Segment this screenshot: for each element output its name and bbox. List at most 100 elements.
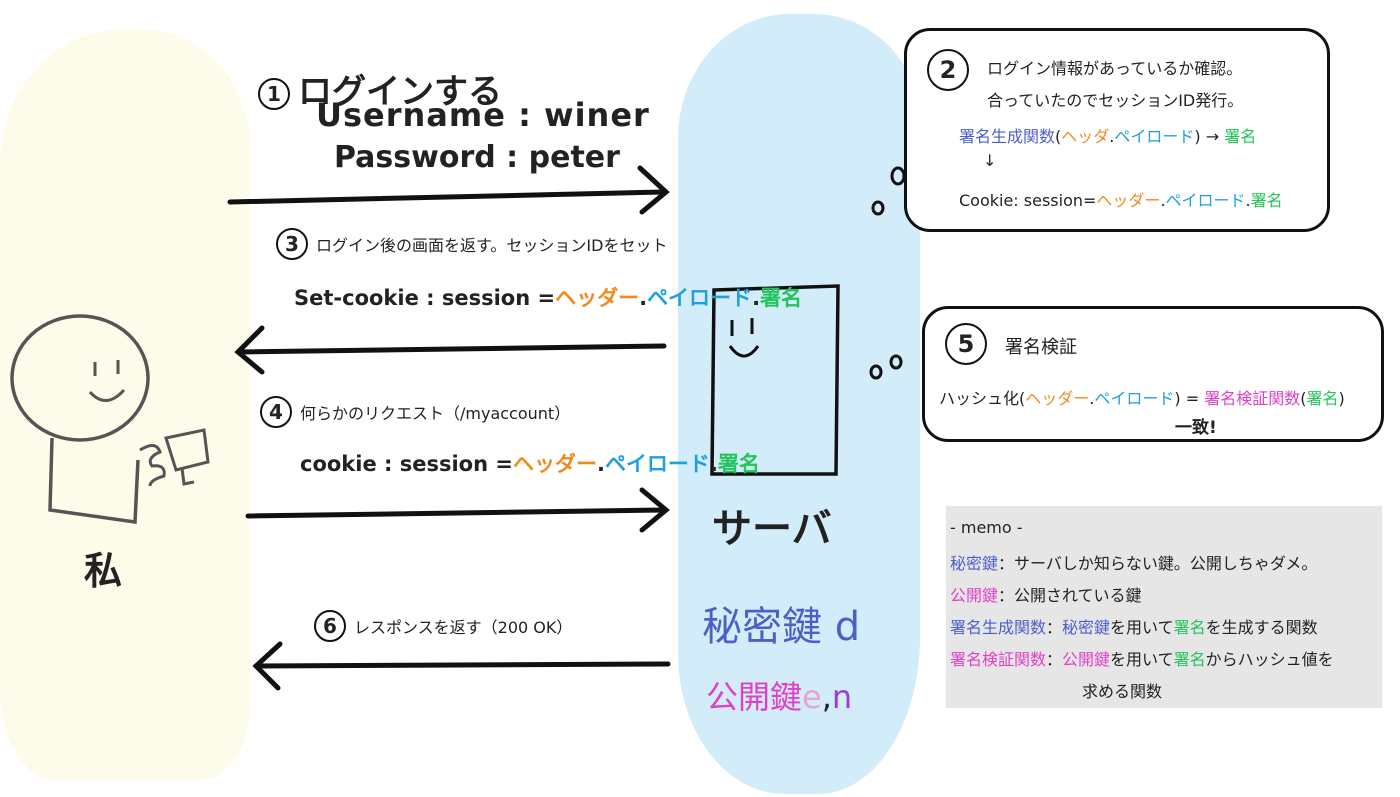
step5-close: ) (1174, 389, 1181, 408)
memo-l4-a: 公開鍵 (1062, 650, 1111, 669)
step3-dot1: . (639, 286, 648, 310)
step2-cookie-sig: 署名 (1250, 191, 1283, 210)
user-label: 私 (84, 549, 123, 593)
public-key-sep: , (821, 678, 832, 716)
memo-l3-a: 秘密鍵 (1062, 618, 1111, 637)
memo-l2-key: 公開鍵 (950, 586, 999, 605)
step5-hash: ハッシュ化( (939, 389, 1026, 408)
step4-text: 何らかのリクエスト（/myaccount） (300, 404, 571, 423)
step2-number: 2 (927, 49, 969, 91)
memo-l1-text: サーバしか知らない鍵。公開しちゃダメ。 (1014, 554, 1318, 573)
memo-l2-text: 公開されている鍵 (1014, 586, 1142, 605)
bubble-large (890, 166, 906, 186)
bubble-small-2 (869, 364, 883, 380)
step2-box: 2 ログイン情報があっているか確認。 合っていたのでセッションID発行。 署名生… (904, 28, 1330, 232)
step1-password: Password : peter (334, 140, 620, 175)
memo-l2-colon: ： (998, 586, 1015, 605)
step4-payload: ペイロード (604, 452, 710, 476)
memo-title: - memo - (950, 518, 1023, 537)
step4-dot1: . (596, 452, 605, 476)
memo-l1-key: 秘密鍵 (950, 554, 999, 573)
server-figure (710, 284, 840, 476)
user-hand (139, 444, 166, 487)
step3-set-cookie: Set-cookie : session =ヘッダー.ペイロード.署名 (294, 282, 802, 312)
arrow-set-cookie (234, 325, 667, 375)
memo-l4-key: 署名検証関数 (950, 650, 1047, 669)
step5-formula: ハッシュ化(ヘッダー.ペイロード) = 署名検証関数(署名) (939, 385, 1345, 409)
step2-down-arrow: ↓ (983, 151, 997, 170)
step6-label: 6 レスポンスを返す（200 OK） (314, 610, 572, 642)
memo-l4-colon: ： (1046, 650, 1063, 669)
step2-cookie-dot2: . (1245, 191, 1251, 210)
public-key-text: 公開鍵 (706, 678, 803, 716)
server-body (710, 284, 840, 476)
memo-l4-b: を用いて (1110, 650, 1174, 669)
step2-formula: 署名生成関数(ヘッダ.ペイロード) → 署名 (959, 123, 1256, 147)
step5-title: 署名検証 (1005, 337, 1077, 358)
memo-line2: 公開鍵：公開されている鍵 (950, 582, 1142, 606)
step5-open2: ( (1300, 389, 1307, 408)
public-key-e: e (802, 678, 822, 716)
step2-cookie-prefix: Cookie: session= (959, 191, 1097, 210)
step2-cookie: Cookie: session=ヘッダー.ペイロード.署名 (959, 187, 1283, 211)
step1-username: Username : winer (316, 96, 650, 134)
server-mouth (728, 345, 760, 358)
server-label: サーバ (712, 506, 832, 552)
step6-text: レスポンスを返す（200 OK） (354, 618, 573, 637)
memo-l1-colon: ： (998, 554, 1015, 573)
step2-cookie-payload: ペイロード (1165, 191, 1246, 210)
step3-prefix: Set-cookie : session = (294, 286, 556, 310)
step4-header: ヘッダー (512, 452, 597, 476)
step3-text: ログイン後の画面を返す。セッションIDをセット (316, 236, 668, 255)
step3-number: 3 (276, 228, 308, 260)
public-key-label: 公開鍵e,n (706, 672, 852, 718)
memo-l4-d: からハッシュ値を (1205, 650, 1334, 669)
step3-label: 3 ログイン後の画面を返す。セッションIDをセット (276, 228, 667, 260)
user-area (0, 30, 250, 780)
public-key-n: n (831, 678, 853, 716)
step4-dot2: . (709, 452, 718, 476)
step2-line1: ログイン情報があっているか確認。 (987, 59, 1243, 78)
memo-line1: 秘密鍵：サーバしか知らない鍵。公開しちゃダメ。 (950, 550, 1317, 574)
step2-cookie-header: ヘッダー (1096, 191, 1161, 210)
arrow-login (227, 165, 670, 215)
memo-line4: 署名検証関数：公開鍵を用いて署名からハッシュ値を (950, 646, 1334, 670)
step5-eq: = (1180, 389, 1205, 408)
step2-line2: 合っていたのでセッションID発行。 (987, 91, 1244, 110)
step2-arrow: → (1205, 127, 1220, 146)
server-area (678, 14, 920, 794)
step5-match: 一致! (1175, 418, 1217, 438)
user-mouth (88, 388, 126, 402)
memo-line3: 署名生成関数：秘密鍵を用いて署名を生成する関数 (950, 614, 1318, 638)
step4-sig: 署名 (717, 452, 760, 476)
step5-verify: 署名検証関数 (1204, 389, 1301, 408)
step6-number: 6 (314, 610, 346, 642)
step2-open: ( (1055, 127, 1062, 146)
arrow-response (252, 641, 671, 691)
arrows (227, 165, 671, 691)
bubble-large-2 (889, 354, 903, 370)
memo-l4-c: 署名 (1173, 650, 1206, 669)
bubble-small (871, 200, 885, 216)
user-phone (164, 428, 210, 472)
user-head (10, 314, 150, 442)
step5-box: 5 署名検証 ハッシュ化(ヘッダー.ペイロード) = 署名検証関数(署名) 一致… (922, 306, 1384, 442)
step4-cookie: cookie : session =ヘッダー.ペイロード.署名 (300, 448, 760, 478)
user-phone-strap (180, 467, 195, 486)
thought-bubbles-mid (869, 354, 903, 380)
memo-l3-c: 署名 (1173, 618, 1206, 637)
step5-dot: . (1089, 389, 1095, 408)
step3-header: ヘッダー (555, 286, 640, 310)
memo-l3-d: を生成する関数 (1205, 618, 1318, 637)
arrow-request (245, 487, 670, 533)
memo-box: - memo - 秘密鍵：サーバしか知らない鍵。公開しちゃダメ。 公開鍵：公開さ… (946, 506, 1382, 708)
memo-l3-key: 署名生成関数 (950, 618, 1047, 637)
step1-number: 1 (258, 77, 290, 110)
memo-l3-colon: ： (1046, 618, 1063, 637)
step5-sig: 署名 (1306, 389, 1339, 408)
step3-payload: ペイロード (647, 286, 753, 310)
step2-cookie-dot1: . (1160, 191, 1166, 210)
step5-header: ヘッダー (1025, 389, 1090, 408)
